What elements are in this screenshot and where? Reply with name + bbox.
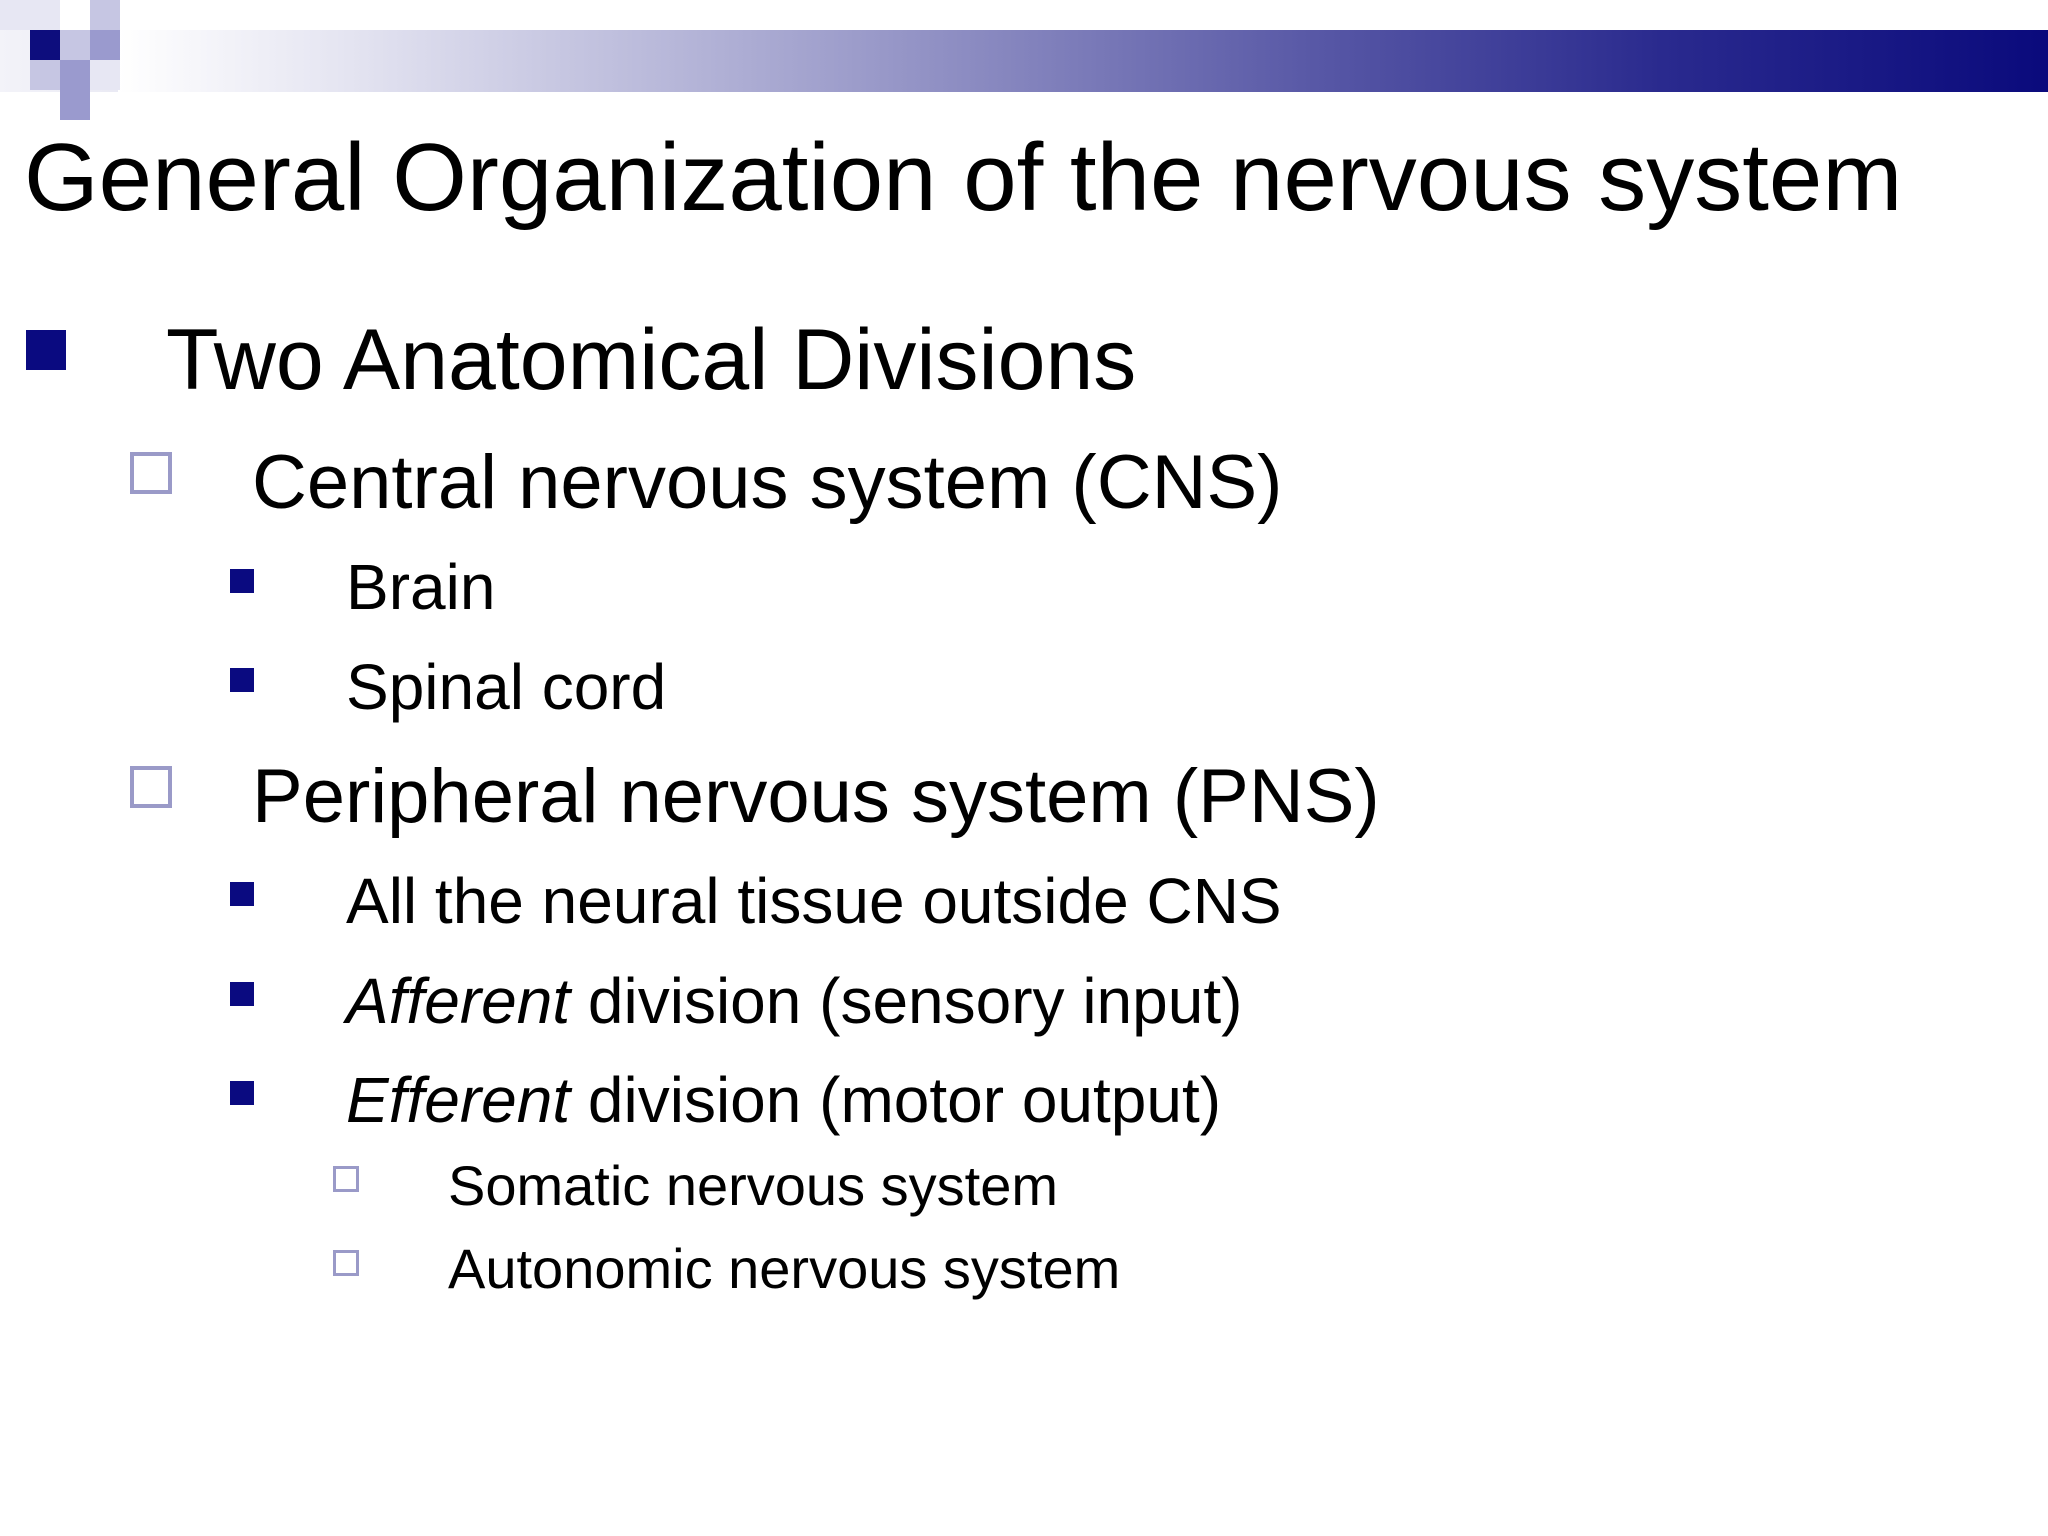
outline-item-level3: Efferent division (motor output): [346, 1061, 1221, 1139]
bullet-hollow-square-icon: [333, 1166, 359, 1192]
bullet-filled-square-icon: [230, 569, 254, 593]
bullet-filled-square-icon: [230, 982, 254, 1006]
bullet-hollow-square-icon: [130, 766, 172, 808]
bullet-hollow-square-icon: [333, 1250, 359, 1276]
header-gradient-band: [118, 30, 2048, 92]
bullet-hollow-square-icon: [130, 452, 172, 494]
outline-item-text: division (sensory input): [570, 965, 1243, 1037]
pixel-square-dark: [30, 30, 60, 60]
outline-item-level4: Somatic nervous system: [448, 1154, 1058, 1217]
bullet-filled-square-icon: [230, 668, 254, 692]
outline-item-level3: Brain: [346, 551, 496, 623]
outline-item-text: division (motor output): [570, 1064, 1222, 1136]
outline-item-emphasis: Efferent: [346, 1064, 571, 1136]
outline-item-level2: Peripheral nervous system (PNS): [252, 754, 1380, 839]
slide-title: General Organization of the nervous syst…: [24, 124, 1903, 231]
outline-item-level2: Central nervous system (CNS): [252, 440, 1283, 525]
bullet-filled-square-icon: [230, 1081, 254, 1105]
outline-item-level1: Two Anatomical Divisions: [166, 312, 1137, 408]
outline-item-level3: All the neural tissue outside CNS: [346, 865, 1282, 937]
outline-item-level4: Autonomic nervous system: [448, 1237, 1121, 1300]
outline-item-level3: Spinal cord: [346, 651, 667, 723]
outline-item-emphasis: Afferent: [346, 965, 571, 1037]
bullet-filled-square-icon: [26, 330, 66, 370]
outline-item-level3: Afferent division (sensory input): [346, 962, 1242, 1040]
bullet-filled-square-icon: [230, 882, 254, 906]
